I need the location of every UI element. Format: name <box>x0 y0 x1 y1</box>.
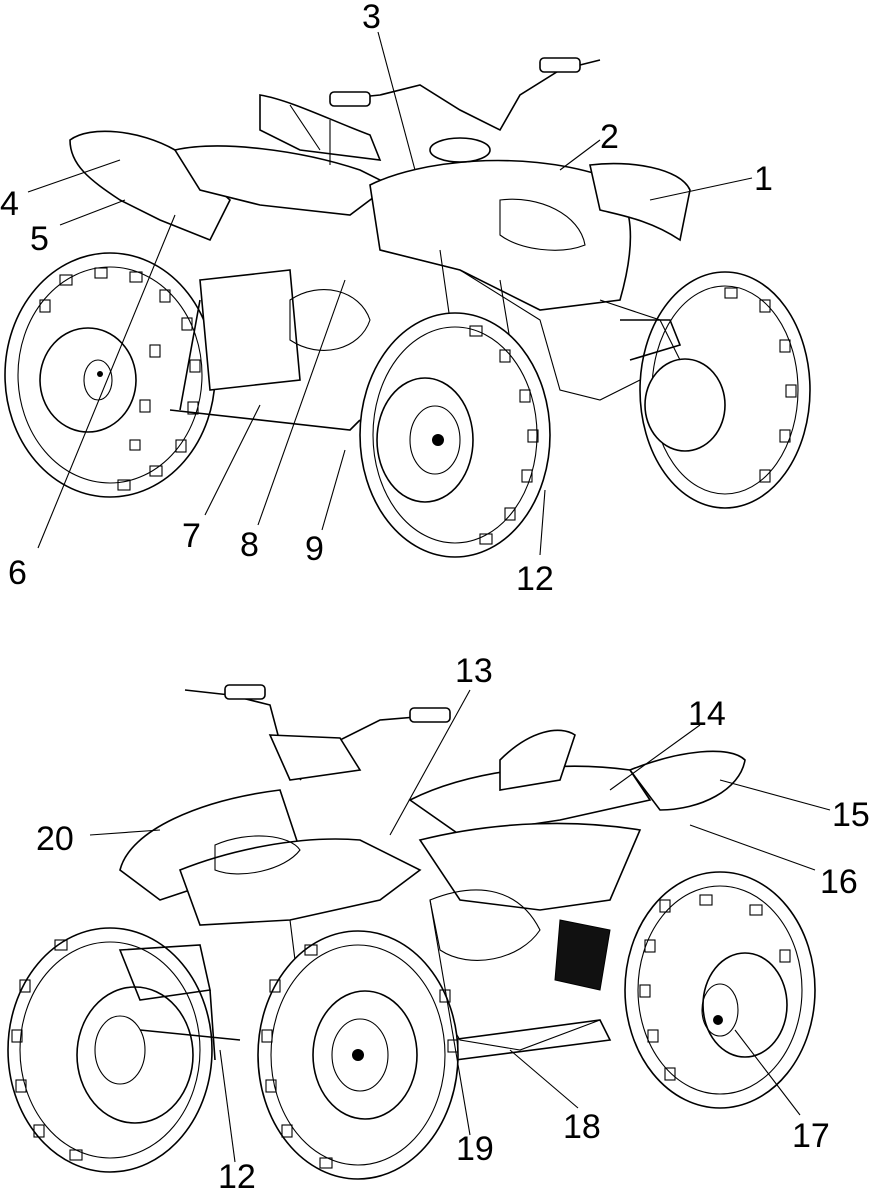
bottom-callouts: 13 14 15 16 17 18 19 20 12 <box>36 652 870 1190</box>
callout-13: 13 <box>455 652 493 690</box>
callout-20: 20 <box>36 820 74 858</box>
callout-5: 5 <box>30 220 49 258</box>
callout-6: 6 <box>8 554 27 592</box>
front-left-wheel <box>359 312 551 558</box>
callout-2: 2 <box>600 118 619 156</box>
atv-bottom-view <box>7 684 816 1180</box>
callout-1: 1 <box>754 160 773 198</box>
atv-top-body <box>69 57 691 431</box>
callout-7: 7 <box>182 517 201 555</box>
callout-16: 16 <box>820 863 858 901</box>
callout-17: 17 <box>792 1117 830 1155</box>
callout-12-top: 12 <box>516 560 554 598</box>
callout-4: 4 <box>0 185 19 223</box>
callout-18: 18 <box>563 1108 601 1146</box>
callout-8: 8 <box>240 526 259 564</box>
front-right-wheel <box>639 271 811 509</box>
bottom-leader-lines <box>89 689 831 1163</box>
atv-bottom-body <box>118 684 746 1061</box>
top-callouts: 1 2 3 4 5 6 7 8 9 12 <box>0 0 773 598</box>
callout-9: 9 <box>305 530 324 568</box>
bottom-front-left-wheel <box>7 927 213 1173</box>
callout-12-bottom: 12 <box>218 1158 256 1190</box>
bottom-front-right-wheel <box>257 930 459 1180</box>
top-leader-lines <box>27 31 753 556</box>
callout-15: 15 <box>832 796 870 834</box>
bottom-rear-right-wheel <box>624 871 816 1109</box>
callout-3: 3 <box>362 0 381 36</box>
atv-top-view <box>4 57 811 558</box>
callout-19: 19 <box>456 1130 494 1168</box>
rear-left-wheel <box>4 252 216 498</box>
callout-14: 14 <box>688 695 726 733</box>
